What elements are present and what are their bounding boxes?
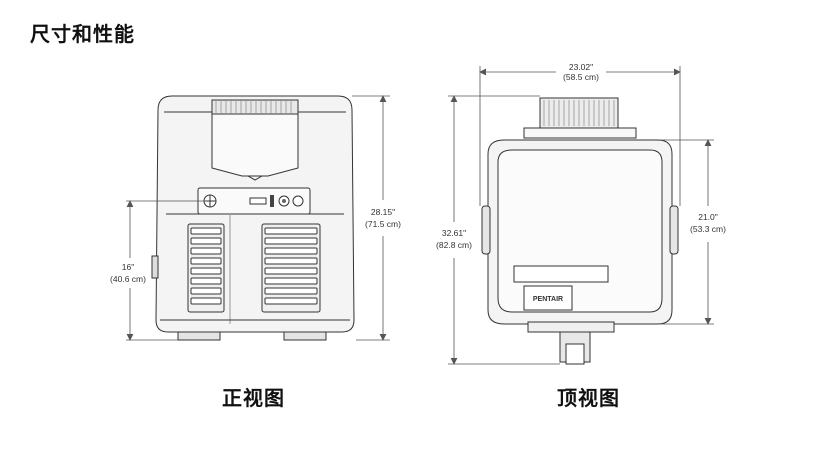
front-view-caption: 正视图	[222, 386, 285, 410]
top-width-inches: 23.02"	[569, 62, 593, 72]
top-width-cm: (58.5 cm)	[563, 72, 599, 82]
top-body-depth-inches: 21.0"	[698, 212, 718, 222]
top-depth-inches: 32.61"	[442, 228, 466, 238]
page-title: 尺寸和性能	[30, 22, 135, 46]
front-inlet-height-cm: (40.6 cm)	[110, 274, 146, 284]
top-body-depth-cm: (53.3 cm)	[690, 224, 726, 234]
pentair-brand-label: PENTAIR	[533, 296, 563, 303]
top-view-dimensions	[448, 66, 714, 365]
front-height-cm: (71.5 cm)	[365, 219, 401, 229]
top-view-caption: 顶视图	[557, 386, 620, 410]
top-depth-cm: (82.8 cm)	[436, 240, 472, 250]
front-height-inches: 28.15"	[371, 207, 395, 217]
front-view-drawing	[151, 95, 355, 341]
top-view-drawing	[481, 97, 679, 365]
front-view-dimensions	[126, 95, 390, 341]
front-inlet-height-inches: 16"	[122, 262, 134, 272]
